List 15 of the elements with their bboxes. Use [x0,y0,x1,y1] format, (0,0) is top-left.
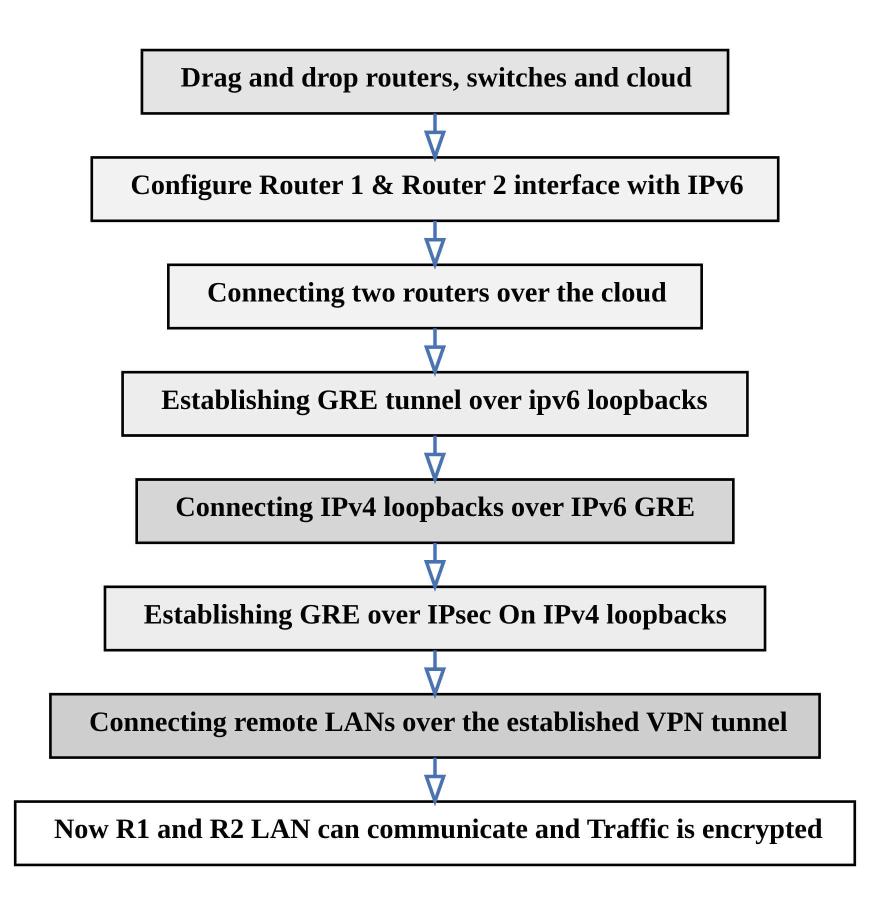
node-box: Configure Router 1 & Router 2 interface with IPv6 [90,156,780,222]
arrow [424,542,446,592]
arrow [424,436,446,484]
arrow [424,650,446,700]
arrow [424,114,446,162]
arrow [424,220,446,270]
node-box: Connecting remote LANs over the established VPN tunnel [49,692,821,759]
node-box: Connecting IPv4 loopbacks over IPv6 GRE [135,478,735,544]
node-box: Connecting two routers over the cloud [167,263,703,330]
arrow [424,328,446,378]
node-box: Now R1 and R2 LAN can communicate and Traffic is encrypted [14,800,856,866]
node-box: Drag and drop routers, switches and cloud [140,48,730,115]
arrow [424,758,446,807]
node-box: Establishing GRE tunnel over ipv6 loopbacks [121,370,749,437]
node-box: Establishing GRE over IPsec On IPv4 loopbacks [104,586,766,652]
